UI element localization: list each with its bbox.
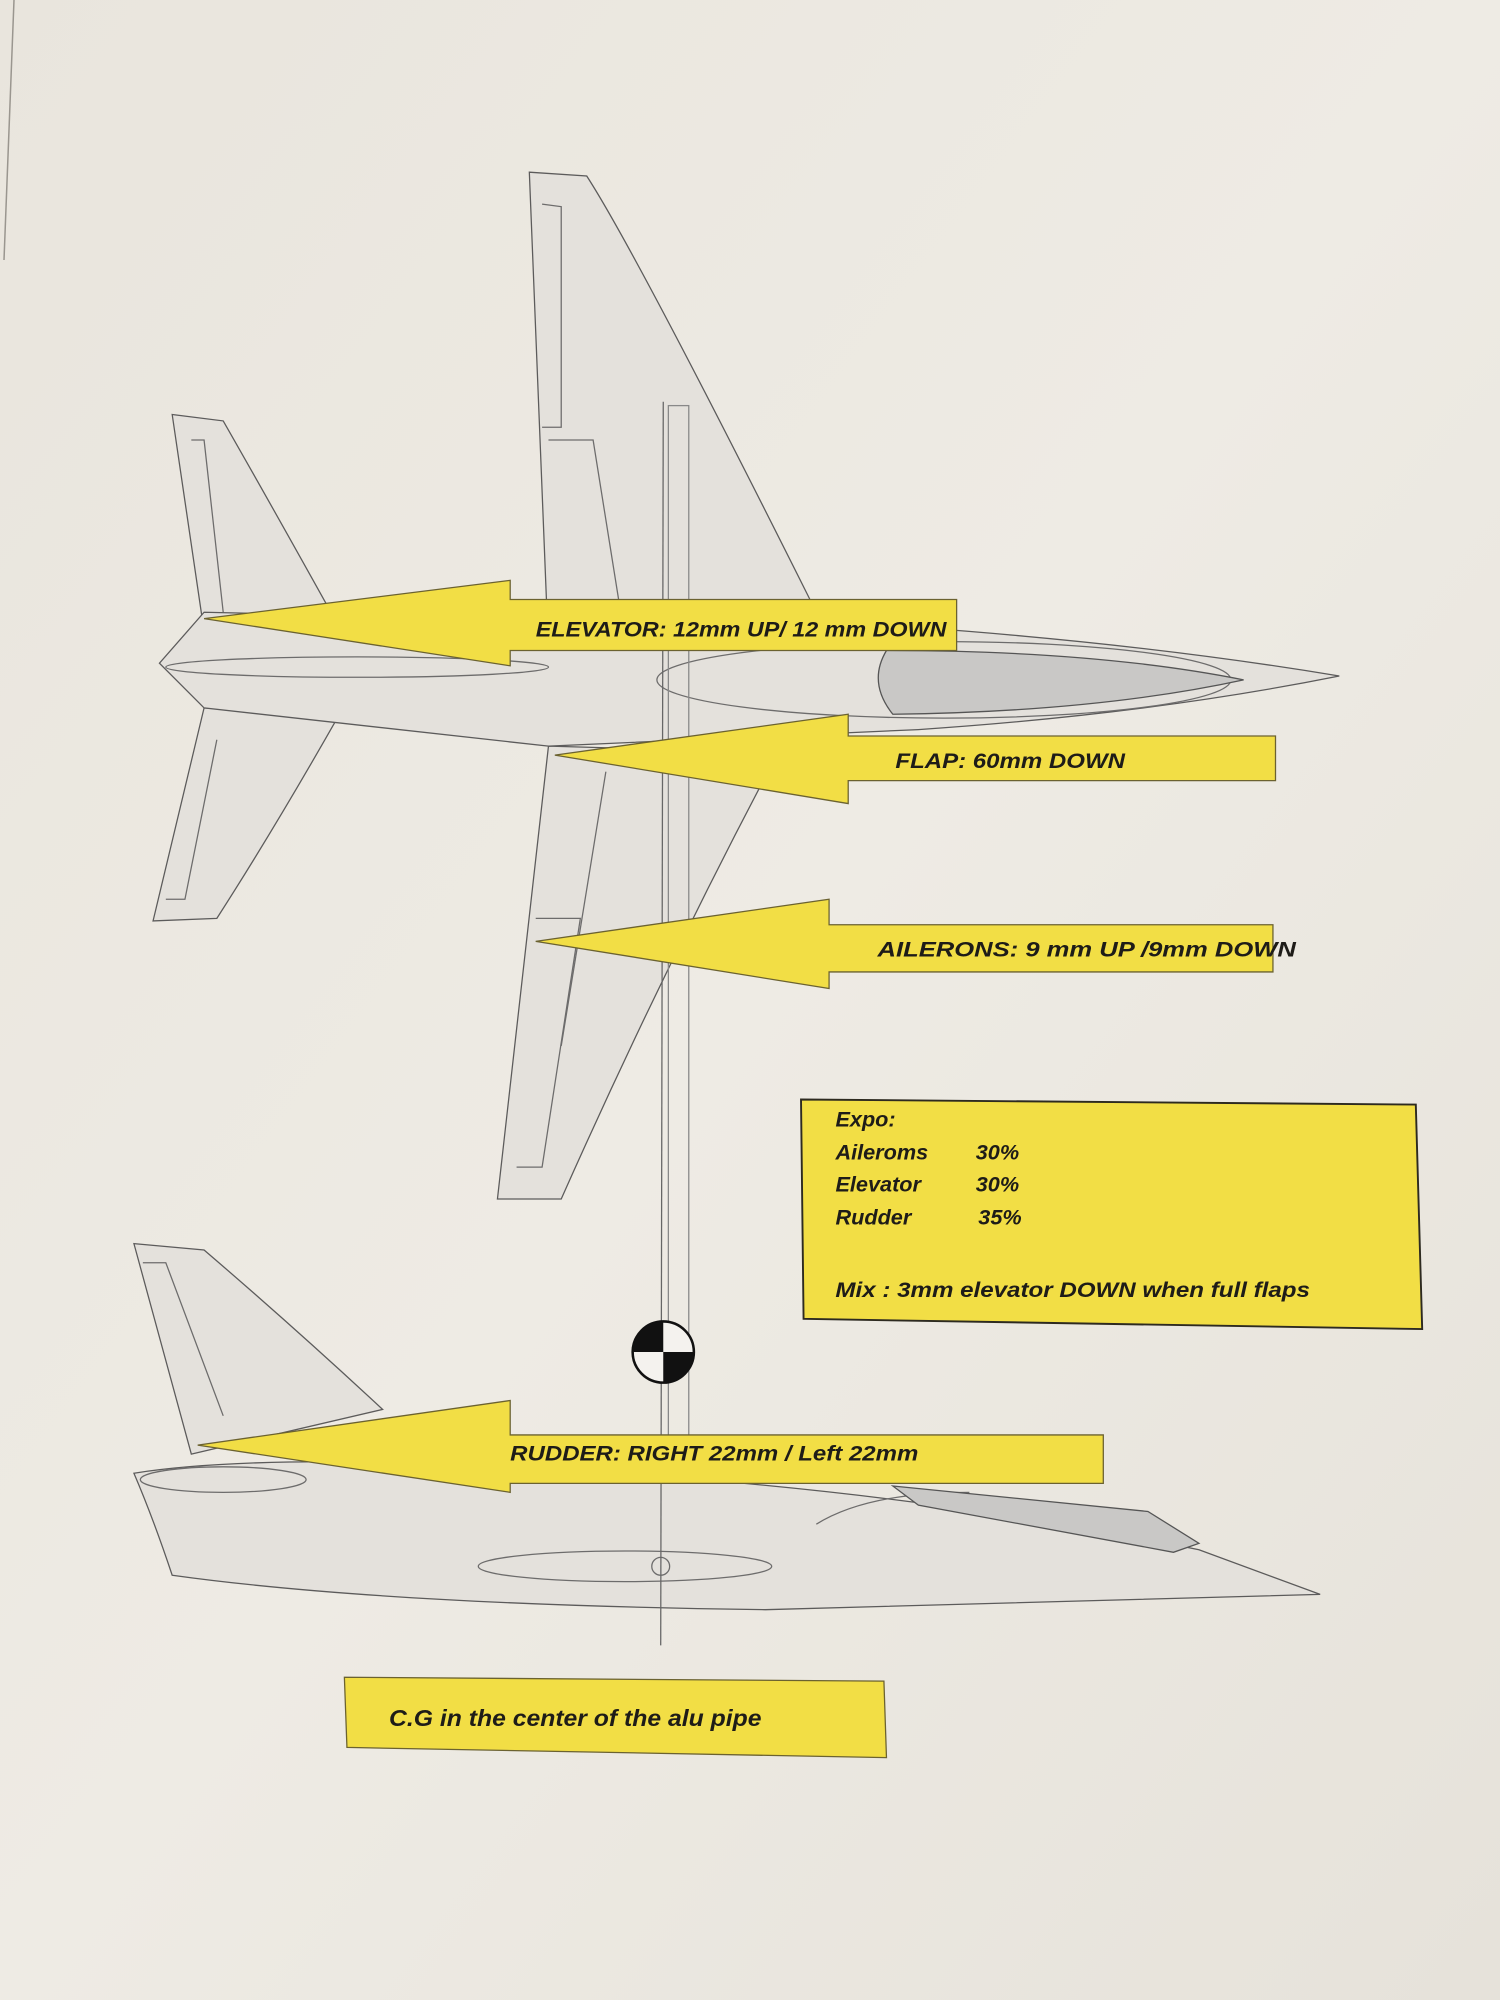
flap-label: FLAP: 60mm DOWN — [895, 748, 1126, 773]
expo-row-value: 30% — [976, 1171, 1019, 1196]
elevator-arrow: ELEVATOR: 12mm UP/ 12 mm DOWN — [203, 579, 958, 667]
mix-note: Mix : 3mm elevator DOWN when full flaps — [835, 1277, 1309, 1302]
expo-title: Expo: — [835, 1106, 895, 1131]
plane-top-view — [152, 171, 1340, 1516]
h-stab-lower — [152, 707, 340, 922]
expo-row-value: 35% — [978, 1204, 1021, 1229]
expo-row-name: Elevator — [835, 1171, 922, 1196]
expo-row-value: 30% — [976, 1139, 1019, 1164]
top-wing-upper — [528, 171, 811, 652]
expo-box: Expo: Aileroms 30% Elevator 30% Rudder 3… — [800, 1098, 1424, 1331]
cg-note: C.G in the center of the alu pipe — [343, 1676, 888, 1759]
elevator-label: ELEVATOR: 12mm UP/ 12 mm DOWN — [536, 616, 948, 641]
expo-row-name: Rudder — [835, 1204, 912, 1229]
vertical-tail — [133, 1242, 384, 1455]
ailerons-arrow: AILERONS: 9 mm UP /9mm DOWN — [535, 898, 1298, 990]
ailerons-label: AILERONS: 9 mm UP /9mm DOWN — [876, 937, 1297, 962]
expo-row-name: Aileroms — [834, 1139, 928, 1164]
rudder-label: RUDDER: RIGHT 22mm / Left 22mm — [510, 1440, 918, 1465]
center-of-gravity-icon — [631, 1320, 696, 1384]
canopy-top — [877, 649, 1244, 715]
plane-side-view — [133, 1242, 1321, 1611]
flap-arrow: FLAP: 60mm DOWN — [554, 713, 1277, 805]
canopy-side — [890, 1485, 1201, 1553]
paper-edge — [3, 0, 15, 261]
cg-label: C.G in the center of the alu pipe — [389, 1705, 762, 1731]
rudder-arrow: RUDDER: RIGHT 22mm / Left 22mm — [197, 1399, 1104, 1494]
